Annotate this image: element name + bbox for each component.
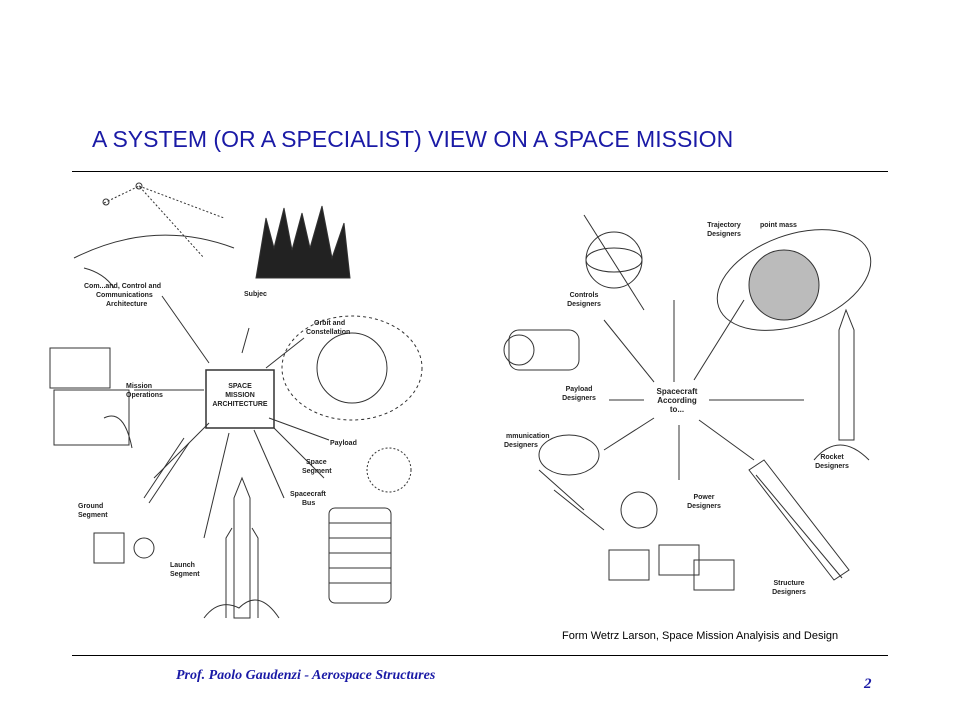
payload-designers-label-1: Payload [565,386,593,393]
spacecraft-bus-label-1: Spacecraft [290,491,326,498]
rf-center-1: Spacecraft [656,387,698,396]
mission-ops-label-1: Mission [126,383,153,390]
space-mission-architecture-figure: SPACE MISSION ARCHITECTURE Com...and, Co… [44,178,434,630]
ccc-label-1: Com...and, Control and [84,283,161,290]
ground-segment-label-1: Ground [78,503,104,510]
space-segment-label-2: Segment [302,468,332,475]
orbit-label-2: Constellation [306,329,351,336]
rf-center-2: According [657,396,697,405]
ccc-label-3: Architecture [106,301,148,308]
launch-segment-label-2: Segment [170,571,200,578]
communication-label-1: mmunication [506,433,550,440]
center-label-line-1: SPACE [228,383,252,390]
designers-drawing [503,214,872,591]
controls-label-1: Controls [569,292,599,299]
point-mass-label: point mass [760,222,797,229]
rf-center-3: to... [669,405,685,414]
payload-designers-label-2: Designers [562,395,596,402]
ccc-label-2: Communications [96,292,153,299]
bottom-divider [72,655,888,656]
controls-label-2: Designers [567,301,601,308]
rocket-label-2: Designers [815,463,849,470]
spacecraft-according-to-figure: Spacecraft According to... Controls Desi… [494,190,880,620]
footer-author: Prof. Paolo Gaudenzi - Aerospace Structu… [176,668,436,683]
power-label-2: Designers [687,503,721,510]
center-label-line-2: MISSION [225,392,255,399]
orbit-label-1: Orbit and [314,320,346,327]
slide-title: A SYSTEM (OR A SPECIALIST) VIEW ON A SPA… [92,126,734,152]
structure-label-1: Structure [773,580,805,587]
structure-label-2: Designers [772,589,806,596]
trajectory-label-2: Designers [707,231,741,238]
spacecraft-bus-label-2: Bus [302,500,316,507]
rocket-label-1: Rocket [820,454,844,461]
page-number: 2 [864,676,872,692]
power-label-1: Power [693,494,715,501]
ground-segment-label-2: Segment [78,512,108,519]
launch-segment-label-1: Launch [170,562,195,569]
communication-label-2: Designers [504,442,538,449]
architecture-drawing [49,182,423,619]
top-divider [72,171,888,172]
figure-caption: Form Wetrz Larson, Space Mission Analyis… [562,630,839,642]
subject-label: Subjec [244,291,267,298]
payload-label: Payload [330,440,357,447]
mission-ops-label-2: Operations [126,392,163,399]
center-label-line-3: ARCHITECTURE [212,401,268,408]
trajectory-label-1: Trajectory [707,222,741,229]
space-segment-label-1: Space [306,459,327,466]
